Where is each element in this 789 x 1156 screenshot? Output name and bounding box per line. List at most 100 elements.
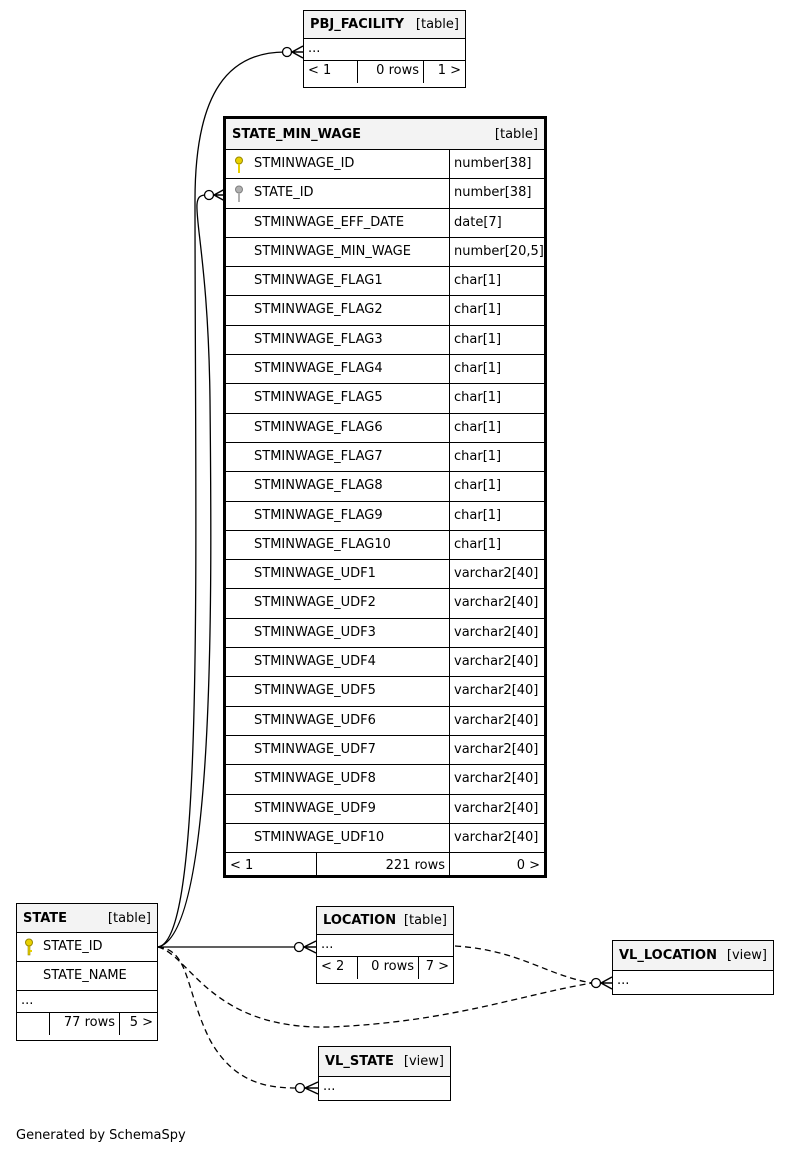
parents-count[interactable]: < 1 bbox=[304, 61, 358, 83]
parents-count[interactable]: < 1 bbox=[226, 853, 317, 879]
column-name: STATE_NAME bbox=[43, 968, 127, 983]
table-name: PBJ_FACILITY bbox=[310, 17, 405, 32]
column-type: varchar2[40] bbox=[454, 741, 539, 757]
table-name: LOCATION bbox=[323, 913, 397, 928]
column-name-text: STMINWAGE_FLAG4 bbox=[254, 361, 383, 377]
table-kind: [table] bbox=[494, 126, 538, 142]
vl-location-view[interactable]: VL_LOCATION [view] ... bbox=[612, 940, 774, 995]
table-header: PBJ_FACILITY [table] bbox=[304, 11, 465, 39]
column-type: varchar2[40] bbox=[454, 595, 539, 611]
column-type: number[38] bbox=[454, 156, 532, 171]
column-name-text: STMINWAGE_FLAG6 bbox=[254, 419, 383, 435]
state-table[interactable]: STATE [table] STATE_ID STATE_NAME ... 77… bbox=[16, 903, 158, 1041]
columns-ellipsis: ... bbox=[323, 1079, 336, 1094]
primary-key-icon bbox=[235, 156, 243, 173]
table-header: VL_LOCATION [view] bbox=[613, 941, 773, 971]
vl-state-view[interactable]: VL_STATE [view] ... bbox=[318, 1046, 451, 1101]
cardinality-circle bbox=[590, 977, 602, 989]
table-kind: [table] bbox=[107, 910, 151, 926]
column-name-text: STMINWAGE_MIN_WAGE bbox=[254, 243, 411, 259]
table-name: STATE bbox=[23, 910, 68, 926]
column-type: char[1] bbox=[454, 536, 502, 552]
columns-ellipsis: ... bbox=[617, 973, 630, 988]
column-name: STMINWAGE_FLAG6 bbox=[226, 413, 450, 442]
column-name: STATE_ID bbox=[43, 939, 103, 954]
column-state-id: STATE_ID bbox=[17, 933, 157, 962]
column-name: STMINWAGE_FLAG1 bbox=[226, 267, 450, 296]
column-row: STMINWAGE_FLAG7 char[1] bbox=[226, 442, 544, 473]
column-name: STMINWAGE_UDF10 bbox=[226, 823, 450, 853]
column-name-text: STMINWAGE_UDF4 bbox=[254, 654, 376, 670]
column-type: char[1] bbox=[454, 448, 502, 464]
crowfoot-mark bbox=[600, 976, 613, 990]
column-row: STMINWAGE_UDF7 varchar2[40] bbox=[226, 735, 544, 766]
column-type: date[7] bbox=[454, 214, 502, 230]
row-count: 77 rows bbox=[50, 1013, 120, 1035]
foreign-key-icon bbox=[235, 185, 243, 203]
pbj-facility-table[interactable]: PBJ_FACILITY [table] ... < 1 0 rows 1 > bbox=[303, 10, 466, 88]
column-name: STMINWAGE_FLAG3 bbox=[226, 325, 450, 355]
column-type: char[1] bbox=[454, 331, 502, 347]
column-name-text: STMINWAGE_UDF6 bbox=[254, 712, 376, 728]
row-count: 0 rows bbox=[358, 61, 424, 83]
column-type: varchar2[40] bbox=[454, 654, 539, 670]
link-location-vl-location bbox=[454, 945, 593, 984]
link-state-vl-state bbox=[157, 946, 299, 1089]
column-name-text: STMINWAGE_UDF2 bbox=[254, 595, 376, 611]
column-type: varchar2[40] bbox=[454, 829, 539, 845]
column-name-text: STMINWAGE_UDF3 bbox=[254, 624, 376, 640]
column-type: char[1] bbox=[454, 302, 502, 318]
children-count[interactable]: 0 > bbox=[516, 858, 540, 874]
column-name: STMINWAGE_FLAG2 bbox=[226, 296, 450, 325]
column-name-text: STMINWAGE_UDF5 bbox=[254, 683, 376, 699]
column-name: STMINWAGE_FLAG7 bbox=[226, 442, 450, 472]
column-row: STMINWAGE_UDF4 varchar2[40] bbox=[226, 648, 544, 678]
table-kind: [view] bbox=[403, 1054, 444, 1069]
table-footer: 77 rows 5 > bbox=[17, 1013, 157, 1035]
column-name: STMINWAGE_ID bbox=[226, 150, 450, 179]
column-name-text: STMINWAGE_UDF9 bbox=[254, 800, 376, 816]
location-table[interactable]: LOCATION [table] ... < 2 0 rows 7 > bbox=[316, 906, 454, 984]
primary-key-icon bbox=[25, 938, 33, 956]
columns-ellipsis: ... bbox=[317, 935, 453, 957]
column-name-text: STMINWAGE_FLAG8 bbox=[254, 478, 383, 494]
column-name: STMINWAGE_UDF8 bbox=[226, 765, 450, 794]
link-state-pbj-facility bbox=[157, 51, 286, 948]
column-name: STMINWAGE_FLAG10 bbox=[226, 530, 450, 560]
column-row: STMINWAGE_FLAG2 char[1] bbox=[226, 296, 544, 326]
table-footer: < 1 0 rows 1 > bbox=[304, 61, 465, 83]
children-count[interactable]: 1 > bbox=[437, 63, 461, 78]
crowfoot-mark bbox=[303, 940, 317, 954]
column-name-text: STMINWAGE_FLAG2 bbox=[254, 302, 383, 318]
column-name-text: STMINWAGE_UDF10 bbox=[254, 829, 385, 845]
column-name-text: STMINWAGE_UDF7 bbox=[254, 741, 376, 757]
column-name: STMINWAGE_FLAG4 bbox=[226, 355, 450, 384]
children-count[interactable]: 5 > bbox=[129, 1015, 153, 1030]
table-footer: < 2 0 rows 7 > bbox=[317, 957, 453, 979]
table-name: VL_STATE bbox=[325, 1054, 394, 1069]
column-name-text: STMINWAGE_FLAG1 bbox=[254, 273, 383, 289]
column-row: STMINWAGE_ID number[38] bbox=[226, 150, 544, 180]
cardinality-circle bbox=[293, 941, 305, 953]
column-name: STMINWAGE_FLAG8 bbox=[226, 472, 450, 501]
column-type: varchar2[40] bbox=[454, 624, 539, 640]
parents-count[interactable]: < 2 bbox=[317, 957, 358, 979]
column-type: number[20,5] bbox=[454, 243, 544, 259]
cardinality-circle bbox=[294, 1082, 306, 1094]
column-row: STMINWAGE_MIN_WAGE number[20,5] bbox=[226, 237, 544, 268]
column-type: char[1] bbox=[454, 507, 502, 523]
column-name-text: STMINWAGE_FLAG7 bbox=[254, 448, 383, 464]
column-name: STMINWAGE_UDF3 bbox=[226, 618, 450, 648]
children-count[interactable]: 7 > bbox=[425, 959, 449, 974]
